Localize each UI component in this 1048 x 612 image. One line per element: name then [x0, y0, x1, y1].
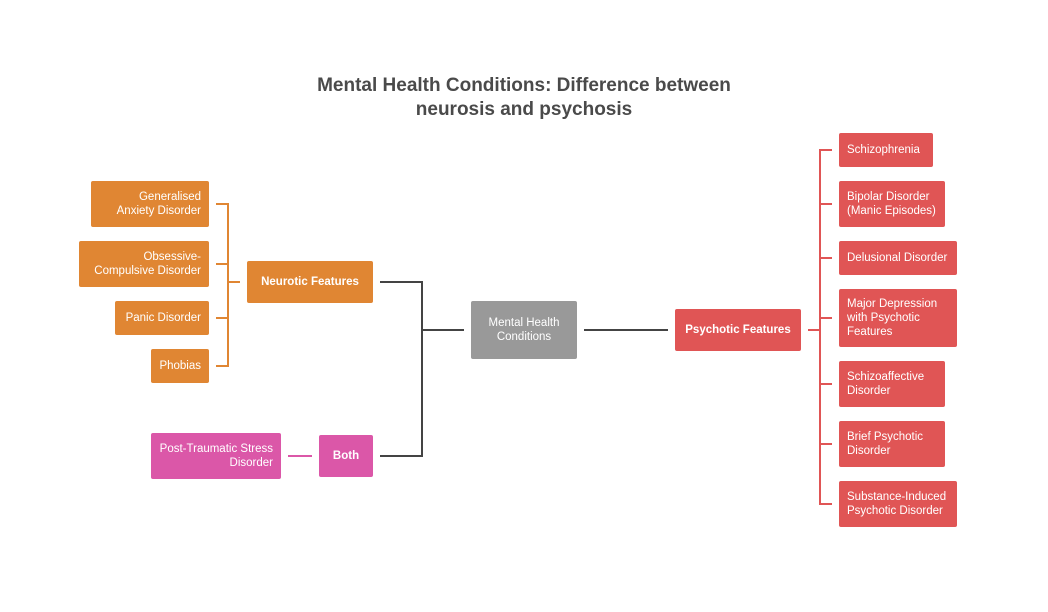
psychotic-child-node[interactable]: Substance-Induced Psychotic Disorder: [839, 481, 957, 527]
node-label: Delusional Disorder: [847, 252, 948, 264]
node-label: Substance-Induced Psychotic Disorder: [847, 491, 947, 517]
neurotic-child-node[interactable]: Obsessive-Compulsive Disorder: [79, 241, 209, 287]
node-label: Major Depression with Psychotic Features: [847, 298, 938, 338]
neurotic-child-node[interactable]: Panic Disorder: [115, 301, 209, 335]
psychotic-child-node[interactable]: Schizoaffective Disorder: [839, 361, 945, 407]
root-node[interactable]: Mental Health Conditions: [471, 301, 577, 359]
title-line-2: neurosis and psychosis: [415, 99, 633, 120]
node-label: Post-Traumatic Stress Disorder: [159, 443, 273, 469]
node-label: Psychotic Features: [685, 324, 791, 336]
psychotic-bracket: [808, 149, 832, 505]
node-label: Panic Disorder: [125, 312, 201, 324]
both-child-node[interactable]: Post-Traumatic Stress Disorder: [151, 433, 281, 479]
neurotic-child-node[interactable]: Generalised Anxiety Disorder: [91, 181, 209, 227]
psychotic-child-node[interactable]: Major Depression with Psychotic Features: [839, 289, 957, 347]
node-label: Neurotic Features: [261, 276, 359, 288]
node-label: Obsessive-Compulsive Disorder: [94, 251, 201, 277]
diagram-title: Mental Health Conditions: Difference bet…: [274, 74, 774, 122]
neurotic-bracket-spine: [216, 203, 229, 367]
root-bracket: [380, 281, 668, 457]
title-line-1: Mental Health Conditions: Difference bet…: [317, 75, 731, 96]
node-label: Schizoaffective Disorder: [847, 371, 925, 397]
root-bracket-spine: [380, 281, 423, 457]
psychotic-child-node[interactable]: Schizophrenia: [839, 133, 933, 167]
neurotic-child-node[interactable]: Phobias: [151, 349, 209, 383]
node-label: Phobias: [159, 360, 201, 372]
psychotic-bracket-spine: [819, 149, 832, 505]
node-label: Brief Psychotic Disorder: [847, 431, 924, 457]
node-label: Both: [332, 450, 360, 462]
node-label: Generalised Anxiety Disorder: [116, 191, 201, 217]
neurotic-features-node[interactable]: Neurotic Features: [247, 261, 373, 303]
psychotic-child-node[interactable]: Brief Psychotic Disorder: [839, 421, 945, 467]
node-label: Bipolar Disorder (Manic Episodes): [847, 191, 936, 217]
node-label: Mental Health Conditions: [488, 317, 560, 343]
node-label: Schizophrenia: [847, 144, 920, 156]
neurotic-bracket: [216, 203, 240, 367]
both-node[interactable]: Both: [319, 435, 373, 477]
psychotic-child-node[interactable]: Delusional Disorder: [839, 241, 957, 275]
psychotic-features-node[interactable]: Psychotic Features: [675, 309, 801, 351]
psychotic-child-node[interactable]: Bipolar Disorder (Manic Episodes): [839, 181, 945, 227]
